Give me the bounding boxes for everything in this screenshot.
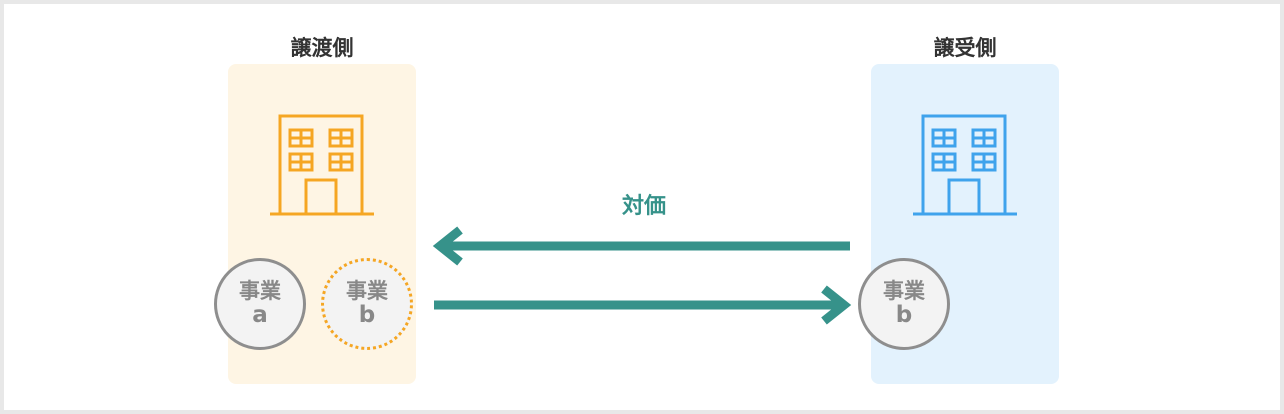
business-b-circle-received: 事業 b (858, 258, 950, 350)
business-a-circle: 事業 a (214, 258, 306, 350)
business-id: a (252, 301, 268, 328)
consideration-label: 対価 (621, 194, 666, 219)
transferor-title: 譲渡側 (290, 36, 354, 60)
consideration-arrow-icon (432, 226, 850, 266)
diagram-canvas: 譲渡側 事業 a 事業 b 対価 譲受側 (4, 4, 1280, 410)
business-label: 事業 (239, 278, 281, 303)
business-label: 事業 (883, 278, 925, 303)
building-icon (913, 114, 1017, 216)
building-icon (270, 114, 374, 216)
transferee-title: 譲受側 (933, 36, 997, 60)
business-transfer-arrow-icon (434, 285, 852, 325)
business-id: b (895, 301, 913, 328)
business-id: b (358, 301, 376, 328)
business-b-circle-transferred: 事業 b (321, 258, 413, 350)
business-label: 事業 (346, 278, 388, 303)
